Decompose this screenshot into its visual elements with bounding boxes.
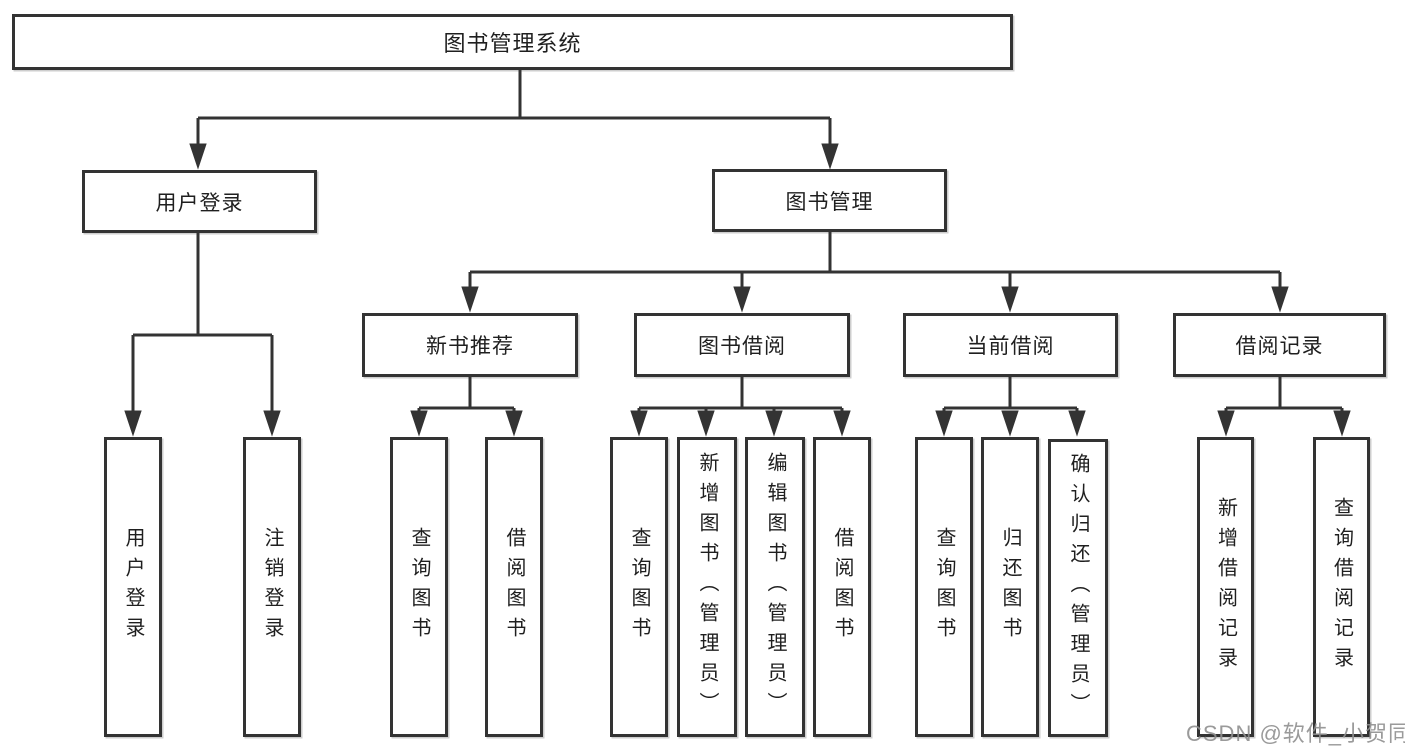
arrowhead <box>189 143 207 170</box>
node-leaf-user-login: 用户登录 <box>104 437 162 737</box>
arrowhead <box>1271 286 1289 313</box>
arrowhead <box>1001 410 1019 437</box>
arrowhead <box>263 410 281 437</box>
arrowhead <box>833 410 851 437</box>
node-new-book-recommend: 新书推荐 <box>362 313 578 377</box>
node-new-book-recommend-label: 新书推荐 <box>426 335 514 358</box>
node-records-add-record: 新增借阅记录 <box>1197 437 1254 737</box>
node-newrec-query-books: 查询图书 <box>390 437 448 737</box>
arrowhead <box>124 410 142 437</box>
arrowhead <box>410 410 428 437</box>
arrowhead <box>1068 410 1086 437</box>
node-newrec-borrow-books: 借阅图书 <box>485 437 543 737</box>
node-library-system-label: 图书管理系统 <box>443 31 582 56</box>
node-borrowing-records: 借阅记录 <box>1173 313 1386 377</box>
node-leaf-logout: 注销登录 <box>243 437 301 737</box>
node-borrowing-records-label: 借阅记录 <box>1235 335 1324 358</box>
arrowhead <box>1001 286 1019 313</box>
node-library-system: 图书管理系统 <box>12 14 1013 70</box>
arrowhead <box>935 410 953 437</box>
node-book-management-label: 图书管理 <box>785 190 874 214</box>
arrowhead <box>1217 410 1235 437</box>
node-current-borrowing-label: 当前借阅 <box>966 335 1055 358</box>
arrowhead <box>461 286 479 313</box>
node-current-borrowing: 当前借阅 <box>903 313 1118 377</box>
arrowhead <box>765 410 783 437</box>
node-borrowing-add-books-admin: 新增图书（管理员） <box>677 437 737 737</box>
arrowhead <box>630 410 648 437</box>
node-user-login-group: 用户登录 <box>82 170 317 233</box>
arrowhead <box>1333 410 1351 437</box>
node-user-login-group-label: 用户登录 <box>155 191 244 215</box>
node-book-borrowing-label: 图书借阅 <box>698 335 786 358</box>
node-current-return-books: 归还图书 <box>981 437 1039 737</box>
node-current-query-books: 查询图书 <box>915 437 973 737</box>
arrowhead <box>821 143 839 170</box>
node-records-query-record: 查询借阅记录 <box>1313 437 1370 737</box>
node-book-borrowing: 图书借阅 <box>634 313 850 377</box>
node-borrowing-edit-books-admin: 编辑图书（管理员） <box>745 437 805 737</box>
node-current-confirm-return-admin: 确认归还（管理员） <box>1048 439 1108 737</box>
arrowhead <box>733 286 751 313</box>
arrowhead <box>697 410 715 437</box>
arrowhead <box>505 410 523 437</box>
node-borrowing-query-books: 查询图书 <box>610 437 668 737</box>
node-book-management: 图书管理 <box>712 169 947 232</box>
node-borrowing-borrow-books: 借阅图书 <box>813 437 871 737</box>
watermark: CSDN @软件_小贺同学 <box>1186 721 1405 746</box>
